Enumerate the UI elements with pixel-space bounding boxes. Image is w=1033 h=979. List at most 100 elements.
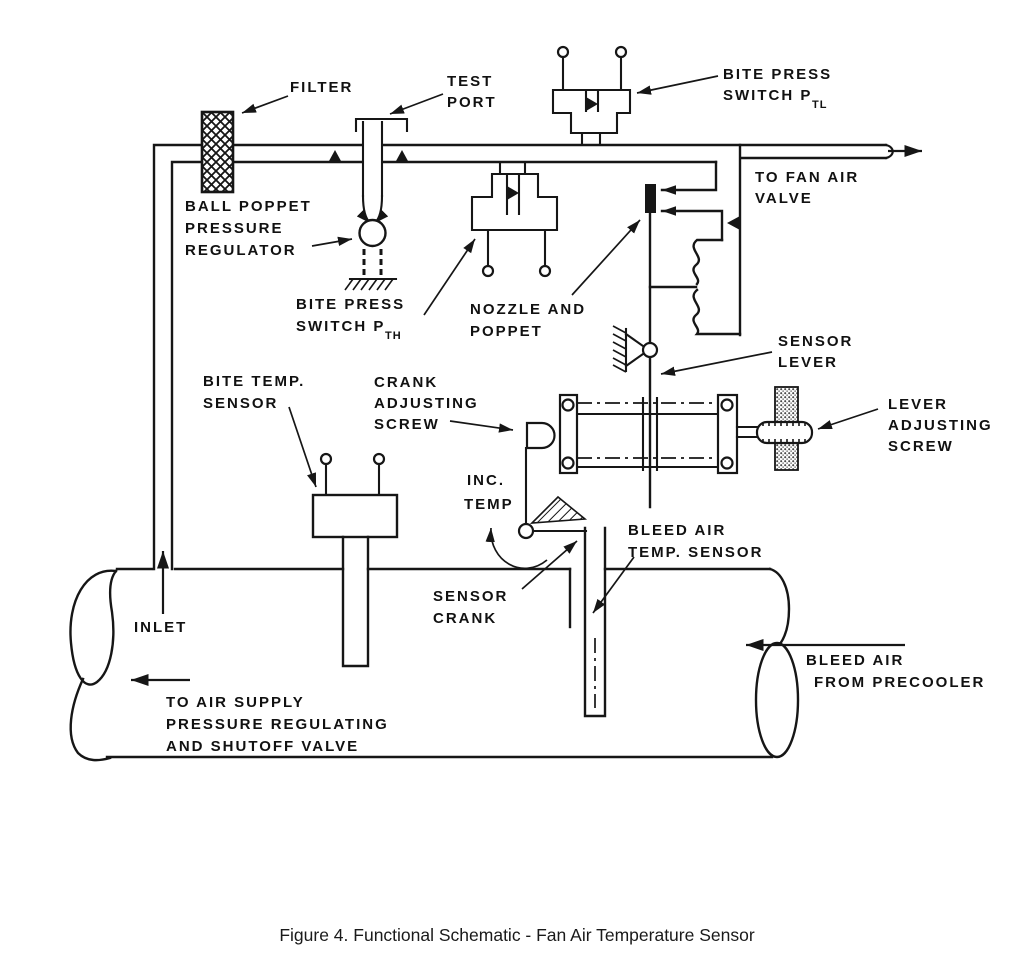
test-port-cap: [354, 117, 409, 133]
ptl-stems: [561, 55, 623, 92]
regulator-label-2: PRESSURE: [185, 220, 284, 237]
sensor-rod-assembly: [558, 393, 739, 475]
bite-temp-sensor-symbol: [311, 452, 399, 668]
bleed-temp-label-1: BLEED AIR: [628, 522, 726, 539]
nozzle-supply-arm-bottom: [660, 206, 724, 242]
outer-supply-line-left: [152, 143, 363, 571]
inner-supply-line-left: [170, 160, 363, 571]
test-port-leader-arrow: [389, 93, 444, 115]
rod-left-plate: [558, 393, 579, 475]
lever-screw-label-2: ADJUSTING: [888, 417, 993, 434]
bite-temp-leader-arrow: [288, 406, 317, 488]
pth-label-2: SWITCH P: [296, 318, 385, 335]
lever-screw-label-1: LEVER: [888, 396, 948, 413]
rod-rails: [575, 412, 720, 469]
bleed-air-duct: [69, 567, 800, 762]
nozzle-supply-arm-top: [660, 160, 718, 195]
crank-screw-leader-arrow: [449, 420, 514, 433]
crank-screw-label-3: SCREW: [374, 416, 440, 433]
flow-seat-triangle-left: [329, 150, 341, 161]
flow-arrows: [131, 145, 922, 686]
to-air-supply-label-1: TO AIR SUPPLY: [166, 694, 305, 711]
regulator-ball: [358, 218, 387, 248]
lever-adjusting-screw-symbol: [735, 386, 814, 471]
rod-roller: [720, 398, 734, 412]
crank-pivot-pin: [517, 522, 535, 540]
pivot-legs: [624, 332, 645, 368]
duct-right-shoulder: [768, 567, 791, 646]
pth-stems: [498, 161, 527, 176]
bite-press-switch-ptl-symbol: [551, 45, 632, 146]
servo-bellows-chamber: [648, 143, 742, 337]
inlet-label: INLET: [134, 619, 187, 636]
labels: FILTER TEST PORT BITE PRESS SWITCH P TL …: [134, 66, 993, 755]
rod-roller: [561, 398, 575, 412]
pivot-pin: [641, 341, 659, 359]
lever-screw-label-3: SCREW: [888, 438, 954, 455]
pth-terminal-right: [538, 264, 552, 278]
figure-caption: Figure 4. Functional Schematic - Fan Air…: [279, 925, 754, 945]
inc-temp-label-2: TEMP: [464, 496, 514, 513]
main-supply-line: [152, 143, 894, 571]
ptl-terminal-right: [614, 45, 628, 59]
filter-symbol: [200, 110, 235, 194]
poppet-flapper-bar: [645, 184, 656, 213]
bellows-outline: [692, 238, 742, 336]
lever-pivot: [612, 325, 659, 373]
lever-screw-threads: [762, 422, 806, 443]
inc-temp-rotation-arrow: [485, 527, 548, 570]
bite-sensor-terminal: [372, 452, 386, 466]
ptl-label-1: BITE PRESS: [723, 66, 832, 83]
ball-poppet-regulator-symbol: [344, 218, 398, 291]
regulator-ground-hatch: [344, 278, 394, 291]
regulator-label-3: REGULATOR: [185, 242, 297, 259]
nozzle-and-poppet-symbol: [645, 160, 724, 242]
sensor-lever-leader-arrow: [660, 351, 773, 376]
sensor-crank-label-2: CRANK: [433, 610, 497, 627]
pth-leader-arrow: [423, 238, 476, 316]
crank-screw-label-1: CRANK: [374, 374, 438, 391]
bleed-air-temp-sensor-probe: [583, 526, 607, 718]
bite-temp-label-2: SENSOR: [203, 395, 278, 412]
inc-temp-label-1: INC.: [467, 472, 505, 489]
bleed-air-precooler-label-1: BLEED AIR: [806, 652, 904, 669]
ptl-legs: [580, 131, 602, 146]
chamber-flow-triangle: [727, 216, 740, 230]
pth-poppet-triangle: [507, 186, 519, 200]
filter-leader-arrow: [241, 95, 289, 114]
bite-sensor-probe: [341, 535, 370, 668]
test-port-label-2: PORT: [447, 94, 497, 111]
duct-right-opening: [754, 641, 800, 759]
test-port-label-1: TEST: [447, 73, 493, 90]
filter-label: FILTER: [290, 79, 353, 96]
bite-press-switch-pth-symbol: [470, 161, 559, 278]
nozzle-label-2: POPPET: [470, 323, 543, 340]
crank-adjusting-screw-symbol: [525, 421, 556, 450]
flow-seat-triangle-right: [396, 150, 408, 161]
bite-sensor-body: [311, 493, 399, 539]
bleed-probe-tube: [583, 526, 607, 718]
duct-left-end-tail: [69, 677, 112, 762]
ptl-body: [551, 88, 632, 135]
lever-screw-leader-arrow: [817, 408, 879, 430]
ptl-poppet-triangle: [586, 97, 598, 111]
duct-left-end-loop: [69, 569, 118, 686]
bite-temp-label-1: BITE TEMP.: [203, 373, 305, 390]
test-port-hook-right: [373, 194, 389, 225]
bleed-temp-leader-arrow: [592, 556, 635, 614]
sensor-lever-label-2: LEVER: [778, 354, 838, 371]
to-fan-air-valve-label-1: TO FAN AIR: [755, 169, 859, 186]
lever-screw-body: [755, 420, 814, 445]
rod-center-sleeve: [641, 396, 659, 472]
filter-mesh: [200, 110, 235, 194]
pth-label-subscript: TH: [385, 330, 402, 342]
sensor-crank-leader-arrow: [521, 540, 578, 590]
to-fan-air-valve-label-2: VALVE: [755, 190, 813, 207]
rod-right-plate: [716, 393, 739, 475]
bleed-air-precooler-label-2: FROM PRECOOLER: [814, 674, 985, 691]
nozzle-label-1: NOZZLE AND: [470, 301, 586, 318]
test-port-hook-left: [356, 194, 372, 225]
leader-arrows: [241, 75, 879, 614]
sensor-lever-label-1: SENSOR: [778, 333, 853, 350]
rod-roller: [720, 456, 734, 470]
